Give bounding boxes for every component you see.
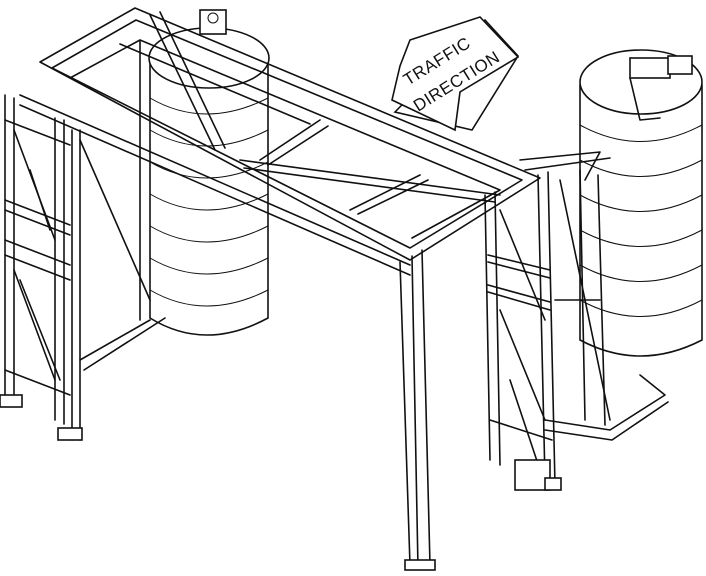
front-post <box>399 249 436 571</box>
traffic-direction-arrow-icon: TRAFFIC DIRECTION <box>391 16 520 132</box>
right-lift-bracket <box>629 55 693 121</box>
right-weight-stack <box>579 49 703 357</box>
left-tower <box>0 39 166 441</box>
top-frame <box>19 7 541 276</box>
left-weight-stack <box>148 27 270 336</box>
left-lift-hook <box>199 9 227 35</box>
right-tower <box>484 151 669 491</box>
